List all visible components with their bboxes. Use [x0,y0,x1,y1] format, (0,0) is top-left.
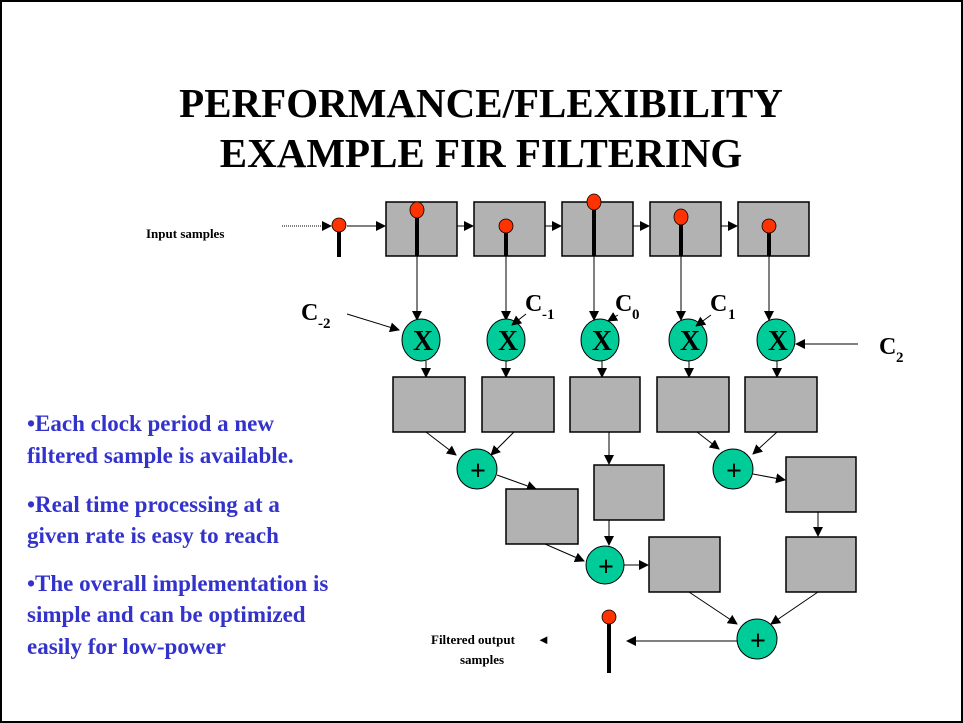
product-register [656,376,730,433]
coef-c-2: C [301,300,318,326]
multiply-symbol: X [768,326,788,357]
multiplier [580,318,620,362]
sample-dot [586,193,602,211]
sum-register [648,536,721,593]
delay-register [561,201,634,257]
multiplier [401,318,441,362]
bullet-1-line-2: filtered sample is available. [27,443,294,468]
bullet-2-line-1: •Real time processing at a [27,492,280,517]
title-line-1: PERFORMANCE/FLEXIBILITY [179,80,783,126]
input-samples-label: Input samples [146,226,224,241]
output-label-line-1: Filtered output [431,632,516,647]
multiplier [668,318,708,362]
coefficients: C -2 C -1 C 0 C 1 C 2 [301,291,904,366]
adder [456,448,498,490]
coef-c1: C [710,291,727,317]
svg-text:0: 0 [632,307,640,323]
product-register [392,376,466,433]
product-register [744,376,818,433]
coef-c2: C [879,334,896,360]
adder [736,618,778,660]
input-sample [331,217,347,257]
svg-text:-2: -2 [318,316,331,332]
bullet-2-line-2: given rate is easy to reach [27,523,279,548]
delay-line [385,193,810,321]
add-symbol: + [470,456,486,487]
svg-text:-1: -1 [542,307,555,323]
title-line-2: EXAMPLE FIR FILTERING [220,130,742,176]
multiply-symbol: X [592,326,612,357]
adder [712,448,754,490]
svg-text:1: 1 [728,307,736,323]
sample-dot [673,208,689,226]
multiply-symbol: X [680,326,700,357]
add-symbol: + [726,456,742,487]
sample-dot [761,218,777,234]
multiply-symbol: X [498,326,518,357]
bullet-3-line-1: •The overall implementation is [27,571,328,596]
bullet-1-line-1: •Each clock period a new [27,411,274,436]
product-register [481,376,555,433]
delay-register [593,464,665,521]
sample-dot [498,218,514,234]
output-label-line-2: samples [460,652,504,667]
output-arrow-icon: ◄ [537,632,550,647]
svg-text:2: 2 [896,350,904,366]
multiply-symbol: X [413,326,433,357]
add-symbol: + [598,552,614,583]
coef-c-1: C [525,291,542,317]
delay-register [785,536,857,593]
bullet-3-line-2: simple and can be optimized [27,602,306,627]
bullet-list: •Each clock period a new filtered sample… [27,411,328,659]
output-sample [601,609,617,673]
sum-register [505,488,579,545]
multipliers: X X X X X [401,318,796,362]
coef-c0: C [615,291,632,317]
product-register [569,376,641,433]
bullet-3-line-3: easily for low-power [27,634,226,659]
adder-tree: + + + + [392,361,857,660]
add-symbol: + [750,626,766,657]
sample-dot [409,201,425,219]
sum-register [785,456,857,513]
delay-register [649,201,722,257]
